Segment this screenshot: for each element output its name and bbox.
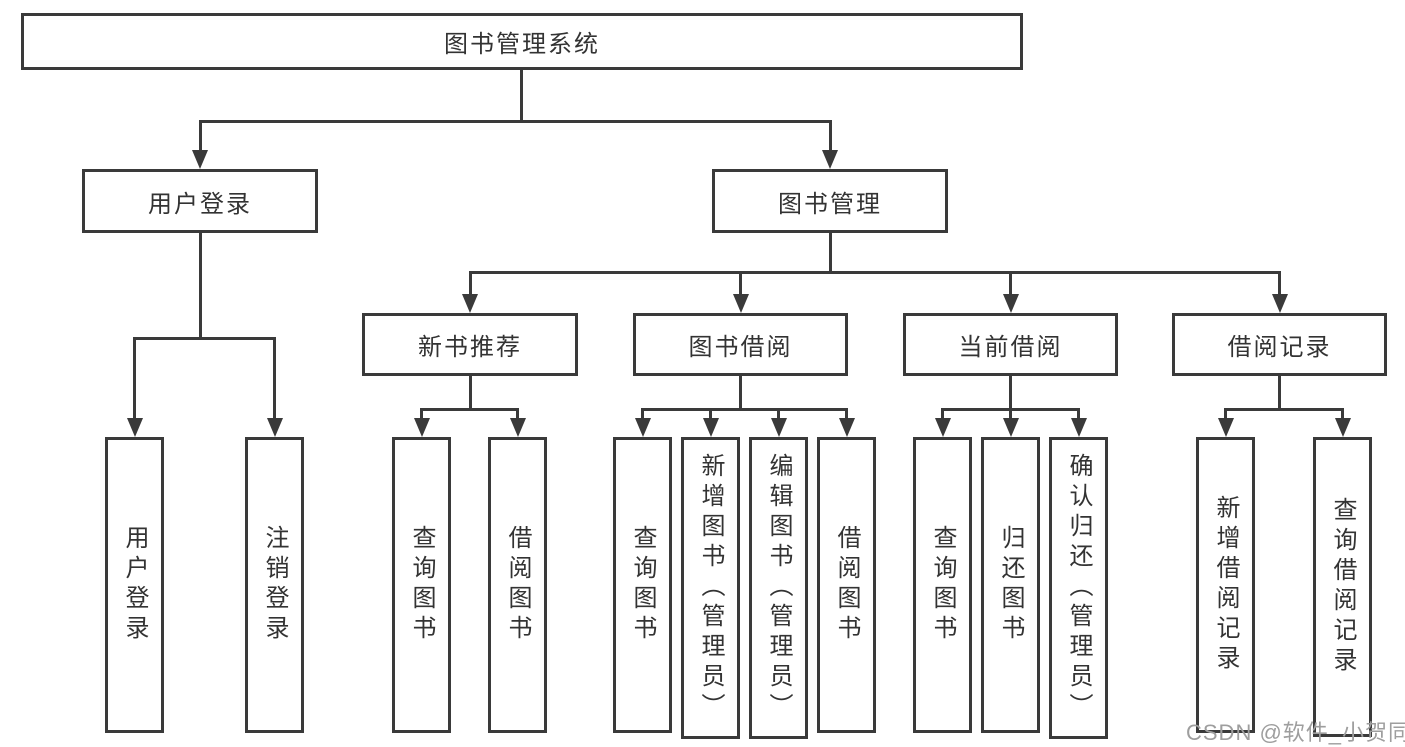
leaf-cb-confirm-return-admin-label: 确认归还（管理员） xyxy=(1065,453,1092,723)
connector-stem-bb-borrow xyxy=(845,408,848,421)
connector-stem-leaf-login xyxy=(133,337,136,421)
connector-stem-cb-query xyxy=(941,408,944,421)
arrowhead-current-borrow xyxy=(1002,294,1019,313)
arrowhead-nb-query xyxy=(413,418,430,437)
arrowhead-nb-borrow xyxy=(509,418,526,437)
arrowhead-cb-query xyxy=(934,418,951,437)
leaf-user-login-label: 用户登录 xyxy=(121,525,148,645)
node-borrowing-records: 借阅记录 xyxy=(1172,313,1387,376)
node-current-borrowing-label: 当前借阅 xyxy=(958,334,1063,361)
connector-current-drop xyxy=(1009,376,1012,411)
arrowhead-user-login xyxy=(192,150,208,169)
node-user-login-branch-label: 用户登录 xyxy=(148,190,252,218)
leaf-rec-query-record-label: 查询借阅记录 xyxy=(1329,497,1356,677)
leaf-nb-query-books: 查询图书 xyxy=(392,437,451,733)
node-current-borrowing: 当前借阅 xyxy=(903,313,1118,376)
arrowhead-bb-edit xyxy=(770,418,787,437)
leaf-user-login: 用户登录 xyxy=(105,437,164,733)
connector-stem-borrow-records xyxy=(1278,271,1281,297)
arrowhead-book-mgmt xyxy=(822,150,838,169)
leaf-bb-add-books-admin: 新增图书（管理员） xyxy=(681,437,740,739)
arrowhead-bb-query xyxy=(634,418,651,437)
arrowhead-rec-add xyxy=(1217,418,1234,437)
connector-stem-nb-borrow xyxy=(516,408,519,421)
leaf-bb-add-books-admin-label: 新增图书（管理员） xyxy=(697,453,724,723)
arrowhead-cb-confirm xyxy=(1070,418,1087,437)
arrowhead-leaf-logout xyxy=(266,418,283,437)
node-book-management-branch: 图书管理 xyxy=(712,169,948,233)
leaf-nb-borrow-books-label: 借阅图书 xyxy=(504,525,531,645)
leaf-cb-query-books-label: 查询图书 xyxy=(929,525,956,645)
connector-stem-bb-edit xyxy=(777,408,780,421)
connector-new-books-rail xyxy=(420,408,519,411)
arrowhead-bb-add xyxy=(702,418,719,437)
connector-book-borrow-rail xyxy=(641,408,848,411)
leaf-cb-return-books: 归还图书 xyxy=(981,437,1040,733)
node-borrowing-records-label: 借阅记录 xyxy=(1227,334,1332,361)
node-book-borrowing-label: 图书借阅 xyxy=(688,334,793,361)
csdn-watermark: CSDN @软件_小贺同学 xyxy=(1186,720,1405,745)
leaf-bb-query-books: 查询图书 xyxy=(613,437,672,733)
arrowhead-bb-borrow xyxy=(838,418,855,437)
node-new-book-recommend: 新书推荐 xyxy=(362,313,578,376)
node-root-label: 图书管理系统 xyxy=(444,31,600,58)
connector-book-borrow-drop xyxy=(739,376,742,411)
leaf-logout: 注销登录 xyxy=(245,437,304,733)
connector-stem-leaf-logout xyxy=(273,337,276,421)
arrowhead-book-borrow xyxy=(732,294,749,313)
connector-root-rail xyxy=(198,120,832,123)
arrowhead-rec-query xyxy=(1334,418,1351,437)
leaf-bb-edit-books-admin: 编辑图书（管理员） xyxy=(749,437,808,739)
connector-user-login-rail xyxy=(133,337,276,340)
leaf-bb-edit-books-admin-label: 编辑图书（管理员） xyxy=(765,453,792,723)
connector-stem-rec-query xyxy=(1341,408,1344,421)
node-new-book-recommend-label: 新书推荐 xyxy=(418,334,522,361)
leaf-logout-label: 注销登录 xyxy=(261,525,288,645)
connector-stem-user-login xyxy=(198,120,202,152)
node-book-management-branch-label: 图书管理 xyxy=(778,190,882,218)
arrowhead-borrow-records xyxy=(1271,294,1288,313)
connector-stem-nb-query xyxy=(420,408,423,421)
connector-book-mgmt-drop xyxy=(828,233,832,274)
connector-root-drop xyxy=(519,70,523,123)
arrowhead-cb-return xyxy=(1002,418,1019,437)
connector-new-books-drop xyxy=(468,376,472,411)
node-book-borrowing: 图书借阅 xyxy=(633,313,848,376)
connector-user-login-drop xyxy=(198,233,202,340)
connector-records-rail xyxy=(1224,408,1344,411)
connector-book-mgmt-rail xyxy=(468,271,1281,274)
leaf-bb-query-books-label: 查询图书 xyxy=(629,525,656,645)
leaf-bb-borrow-books-label: 借阅图书 xyxy=(833,525,860,645)
connector-stem-bb-query xyxy=(641,408,644,421)
connector-stem-cb-confirm xyxy=(1077,408,1080,421)
leaf-rec-query-record: 查询借阅记录 xyxy=(1313,437,1372,737)
connector-stem-book-borrow xyxy=(739,271,742,297)
node-user-login-branch: 用户登录 xyxy=(82,169,318,233)
connector-stem-rec-add xyxy=(1224,408,1227,421)
leaf-cb-confirm-return-admin: 确认归还（管理员） xyxy=(1049,437,1108,739)
leaf-bb-borrow-books: 借阅图书 xyxy=(817,437,876,733)
connector-stem-current-borrow xyxy=(1009,271,1012,297)
connector-stem-bb-add xyxy=(709,408,712,421)
leaf-rec-add-record: 新增借阅记录 xyxy=(1196,437,1255,733)
leaf-nb-query-books-label: 查询图书 xyxy=(408,525,435,645)
connector-records-drop xyxy=(1278,376,1281,411)
connector-stem-cb-return xyxy=(1009,408,1012,421)
leaf-nb-borrow-books: 借阅图书 xyxy=(488,437,547,733)
arrowhead-new-books xyxy=(462,294,478,313)
connector-stem-new-books xyxy=(468,271,472,297)
arrowhead-leaf-login xyxy=(126,418,143,437)
node-root-library-system: 图书管理系统 xyxy=(21,13,1023,70)
leaf-cb-return-books-label: 归还图书 xyxy=(997,525,1024,645)
connector-stem-book-mgmt xyxy=(828,120,832,152)
leaf-rec-add-record-label: 新增借阅记录 xyxy=(1212,495,1239,675)
leaf-cb-query-books: 查询图书 xyxy=(913,437,972,733)
